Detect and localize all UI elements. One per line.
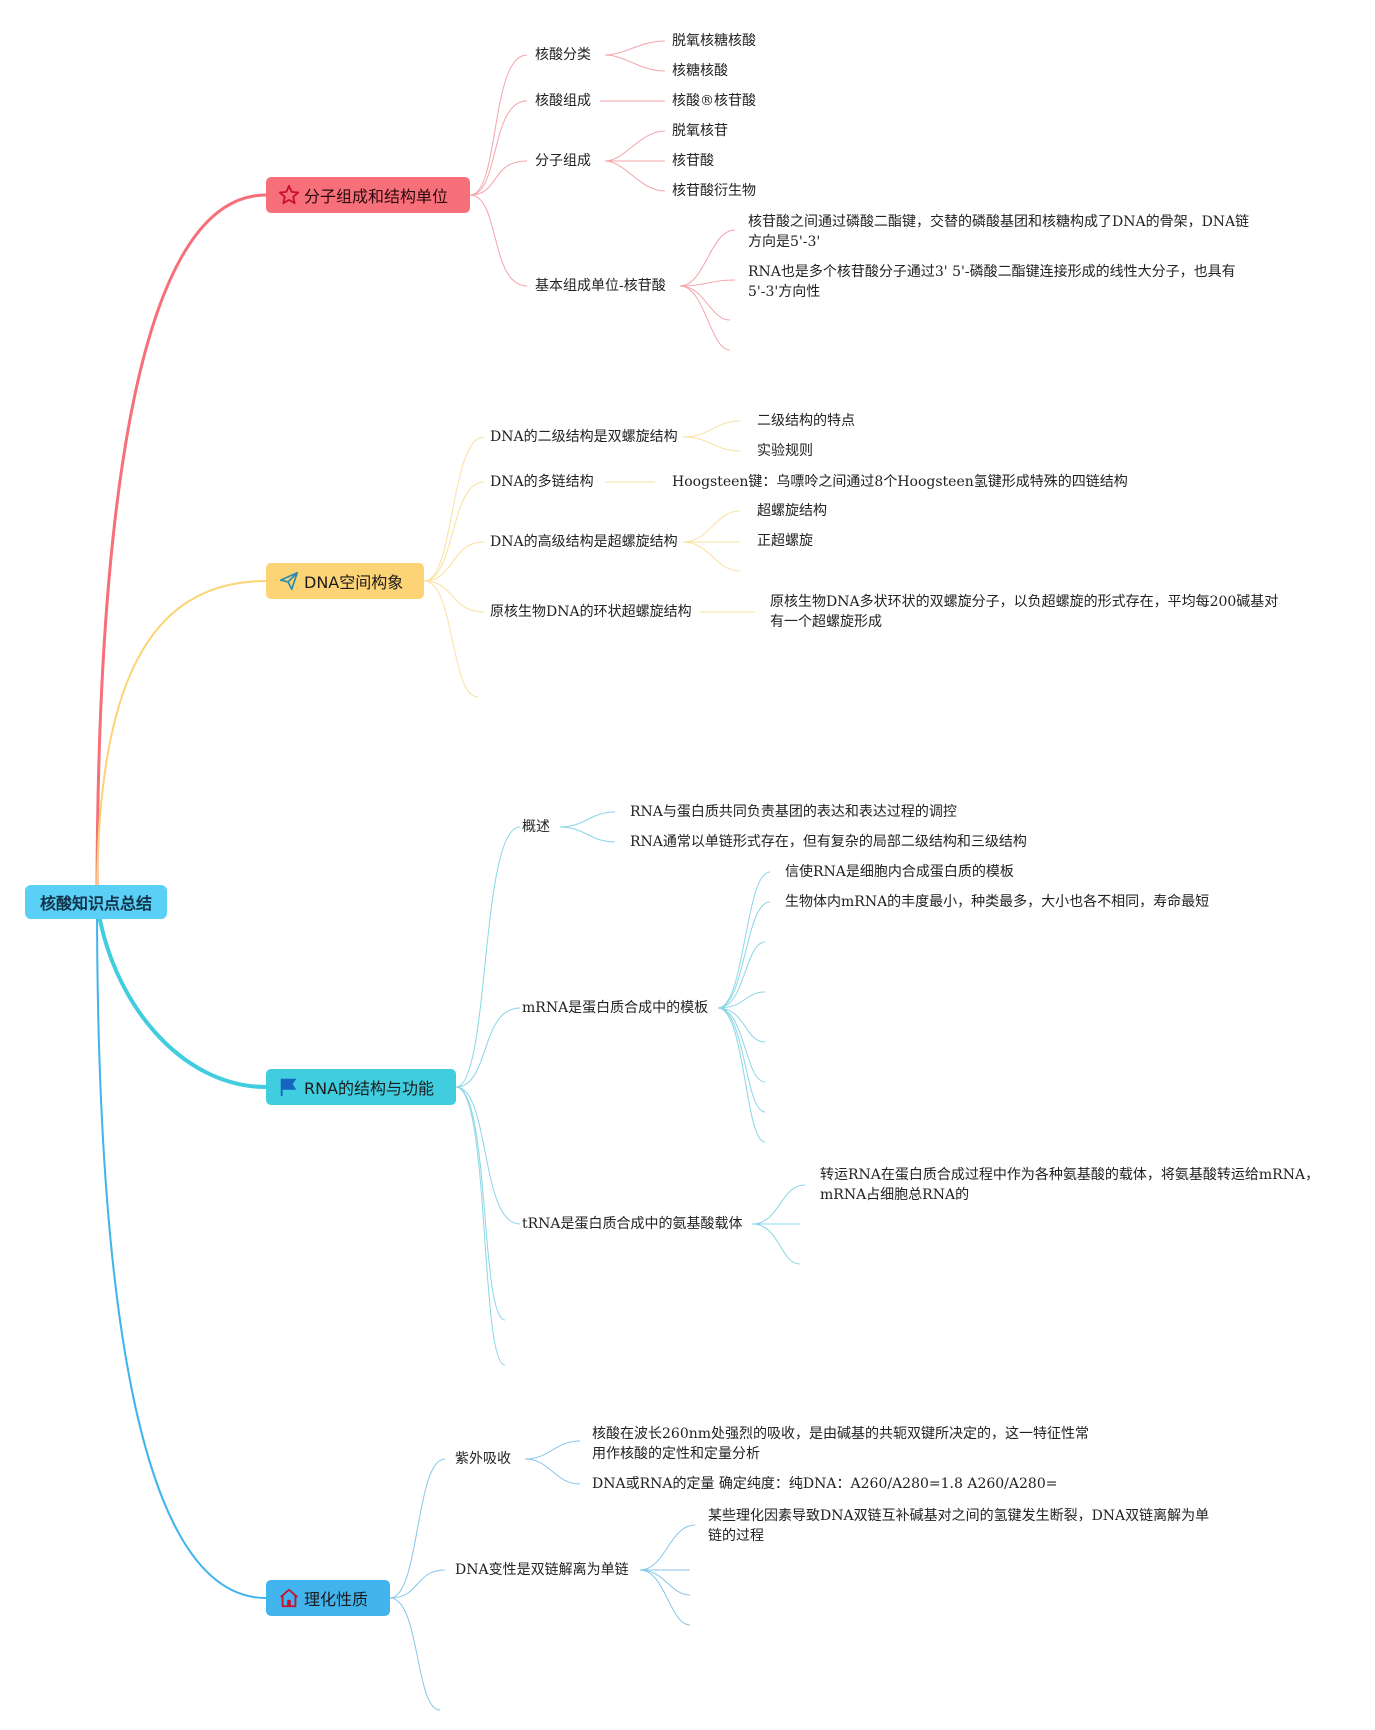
- branch-physicochemical-properties[interactable]: 理化性质: [266, 1580, 390, 1616]
- root-node[interactable]: 核酸知识点总结: [25, 885, 167, 919]
- subtopic-item[interactable]: 某些理化因素导致DNA双链互补碱基对之间的氢键发生断裂，DNA双链离解为单链的过…: [708, 1508, 1210, 1544]
- link-root-b2: [96, 580, 267, 903]
- topic-nucleic-acid-composition[interactable]: 核酸组成: [535, 93, 591, 109]
- topic-dna-double-helix[interactable]: DNA的二级结构是双螺旋结构: [490, 429, 678, 445]
- subtopic-item[interactable]: Hoogsteen键：乌嘌呤之间通过8个Hoogsteen氢键形成特殊的四链结构: [672, 474, 1128, 490]
- subtopic-item[interactable]: RNA也是多个核苷酸分子通过3' 5'-磷酸二酯键连接形成的线性大分子，也具有5…: [748, 264, 1236, 300]
- topic-mrna-template[interactable]: mRNA是蛋白质合成中的模板: [522, 1000, 709, 1016]
- link-root-b3: [95, 901, 267, 1089]
- link-root-b4: [96, 901, 267, 1599]
- paper-plane-icon: [279, 571, 299, 591]
- branch-molecular-composition[interactable]: 分子组成和结构单位: [266, 177, 470, 213]
- subtopic-item[interactable]: RNA与蛋白质共同负责基团的表达和表达过程的调控: [630, 804, 957, 820]
- topic-dna-supercoil[interactable]: DNA的高级结构是超螺旋结构: [490, 534, 678, 550]
- topic-dna-multistrand[interactable]: DNA的多链结构: [490, 474, 594, 490]
- subtopic-item[interactable]: 核酸在波长260nm处强烈的吸收，是由碱基的共轭双键所决定的，这一特征性常用作核…: [592, 1426, 1090, 1462]
- subtopic-item[interactable]: 核酸®核苷酸: [672, 93, 756, 109]
- topic-prokaryotic-circular-dna[interactable]: 原核生物DNA的环状超螺旋结构: [490, 604, 692, 620]
- star-icon: [278, 184, 300, 205]
- subtopic-item[interactable]: 正超螺旋: [757, 533, 813, 549]
- topic-nucleic-acid-classification[interactable]: 核酸分类: [535, 47, 591, 63]
- subtopic-item[interactable]: 原核生物DNA多状环状的双螺旋分子，以负超螺旋的形式存在，平均每200碱基对有一…: [770, 594, 1279, 630]
- subtopic-item[interactable]: 信使RNA是细胞内合成蛋白质的模板: [785, 864, 1014, 880]
- subtopic-item[interactable]: 转运RNA在蛋白质合成过程中作为各种氨基酸的载体，将氨基酸转运给mRNA，mRN…: [820, 1167, 1320, 1203]
- branch-rna-structure-function[interactable]: RNA的结构与功能: [266, 1069, 456, 1105]
- subtopic-item[interactable]: DNA或RNA的定量 确定纯度：纯DNA：A260/A280=1.8 A260/…: [592, 1476, 1058, 1492]
- house-icon: [280, 1588, 298, 1608]
- topic-overview[interactable]: 概述: [522, 819, 550, 835]
- subtopic-item[interactable]: 实验规则: [757, 443, 813, 459]
- subtopic-item[interactable]: 核苷酸之间通过磷酸二酯键，交替的磷酸基团和核糖构成了DNA的骨架，DNA链方向是…: [748, 214, 1250, 250]
- topic-trna-carrier[interactable]: tRNA是蛋白质合成中的氨基酸载体: [522, 1216, 743, 1232]
- subtopic-item[interactable]: 核糖核酸: [672, 63, 728, 79]
- topic-basic-unit-nucleotide[interactable]: 基本组成单位-核苷酸: [535, 278, 666, 294]
- subtopic-item[interactable]: 脱氧核糖核酸: [672, 33, 756, 49]
- subtopic-item[interactable]: 生物体内mRNA的丰度最小，种类最多，大小也各不相同，寿命最短: [785, 894, 1210, 910]
- subtopic-item[interactable]: 脱氧核苷: [672, 123, 728, 139]
- topic-dna-denaturation[interactable]: DNA变性是双链解离为单链: [455, 1562, 629, 1578]
- branch-dna-conformation[interactable]: DNA空间构象: [266, 563, 424, 599]
- link-root-b1: [95, 193, 267, 903]
- flag-icon: [280, 1078, 297, 1097]
- subtopic-item[interactable]: RNA通常以单链形式存在，但有复杂的局部二级结构和三级结构: [630, 834, 1027, 850]
- subtopic-item[interactable]: 二级结构的特点: [757, 413, 855, 429]
- subtopic-item[interactable]: 核苷酸衍生物: [672, 183, 756, 199]
- topic-uv-absorption[interactable]: 紫外吸收: [455, 1451, 511, 1467]
- subtopic-item[interactable]: 超螺旋结构: [757, 503, 827, 519]
- topic-molecular-composition[interactable]: 分子组成: [535, 153, 591, 169]
- subtopic-item[interactable]: 核苷酸: [672, 153, 714, 169]
